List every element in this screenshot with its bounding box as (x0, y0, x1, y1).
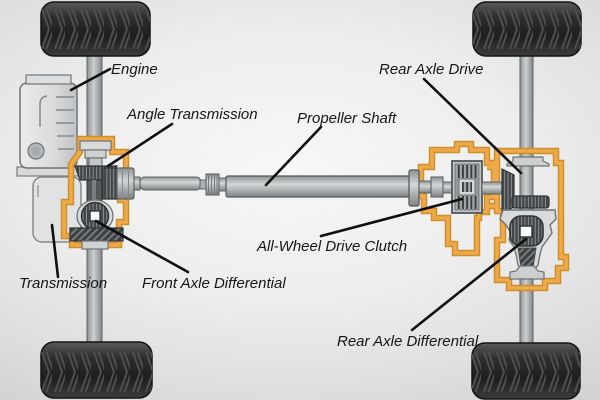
prop-shaft-step1 (133, 176, 141, 191)
clutch-input-collar (430, 176, 444, 198)
front-side-gear (102, 167, 118, 200)
rear-ring-gear (511, 195, 550, 209)
prop-shaft-neck (199, 179, 207, 190)
highlight-outline-rear (417, 140, 570, 292)
tire-rear-bottom (471, 342, 581, 400)
engine-block (16, 74, 81, 177)
prop-shaft-collar-lines (122, 168, 129, 199)
leader-transmission (50, 223, 60, 279)
highlight-outline-front (60, 135, 130, 249)
front-diff-gear-bar (69, 227, 124, 242)
tire-rear-top (472, 1, 582, 57)
label-engine: Engine (111, 61, 158, 78)
leader-rear-axle-drive (422, 77, 523, 175)
engine-bracket (39, 95, 48, 127)
label-front-axle-differential: Front Axle Differential (142, 275, 286, 292)
engine-fins (56, 96, 74, 150)
label-rear-axle-differential: Rear Axle Differential (337, 333, 479, 350)
tire-front-bottom (40, 341, 153, 399)
label-all-wheel-drive-clutch: All-Wheel Drive Clutch (256, 238, 407, 255)
prop-shaft-rear-flange (408, 169, 420, 207)
front-diff-lower-flange (81, 240, 109, 250)
leader-lines (50, 67, 528, 332)
rear-axle-drive-gears (501, 156, 550, 214)
leader-engine (69, 67, 112, 92)
prop-shaft-front-collar (116, 167, 135, 200)
labels: Engine Angle Transmission Propeller Shaf… (19, 61, 483, 350)
rear-differential (499, 209, 557, 280)
rear-diff-center (519, 225, 533, 238)
label-angle-transmission: Angle Transmission (126, 106, 258, 123)
prop-shaft-front-section (139, 176, 202, 191)
prop-shaft-tube (225, 175, 411, 198)
propeller-shaft (116, 167, 420, 207)
clutch-plates-bottom (456, 196, 478, 209)
label-propeller-shaft: Propeller Shaft (297, 110, 397, 127)
tire-front-top (40, 1, 151, 57)
rear-diff-lower-flange (509, 265, 545, 280)
leader-angle-transmission (106, 122, 174, 168)
leader-propeller-shaft (264, 125, 323, 187)
awd-clutch (418, 160, 503, 214)
highlight-outlines (60, 135, 570, 292)
label-rear-axle-drive: Rear Axle Drive (379, 61, 483, 78)
clutch-hub-plates (462, 182, 472, 192)
label-transmission: Transmission (19, 275, 107, 292)
clutch-output-shaft (481, 181, 503, 195)
engine-top-lip (25, 74, 72, 85)
prop-shaft-step2 (218, 177, 227, 192)
engine-pulley-center (31, 146, 41, 156)
clutch-input-shaft (418, 180, 433, 194)
leader-front-axle-differential (94, 219, 190, 274)
leader-rear-axle-differential (410, 237, 528, 332)
front-diff-center (89, 210, 101, 222)
clutch-plates-top (456, 165, 478, 178)
front-input-collar (84, 149, 107, 159)
front-vertical-shaft-highlight (92, 180, 96, 205)
front-input-flange (79, 140, 112, 151)
leader-awd-clutch (319, 197, 464, 238)
tires (40, 1, 582, 400)
universal-joint-ridges (208, 174, 218, 195)
rear-diff-neck (517, 247, 537, 268)
